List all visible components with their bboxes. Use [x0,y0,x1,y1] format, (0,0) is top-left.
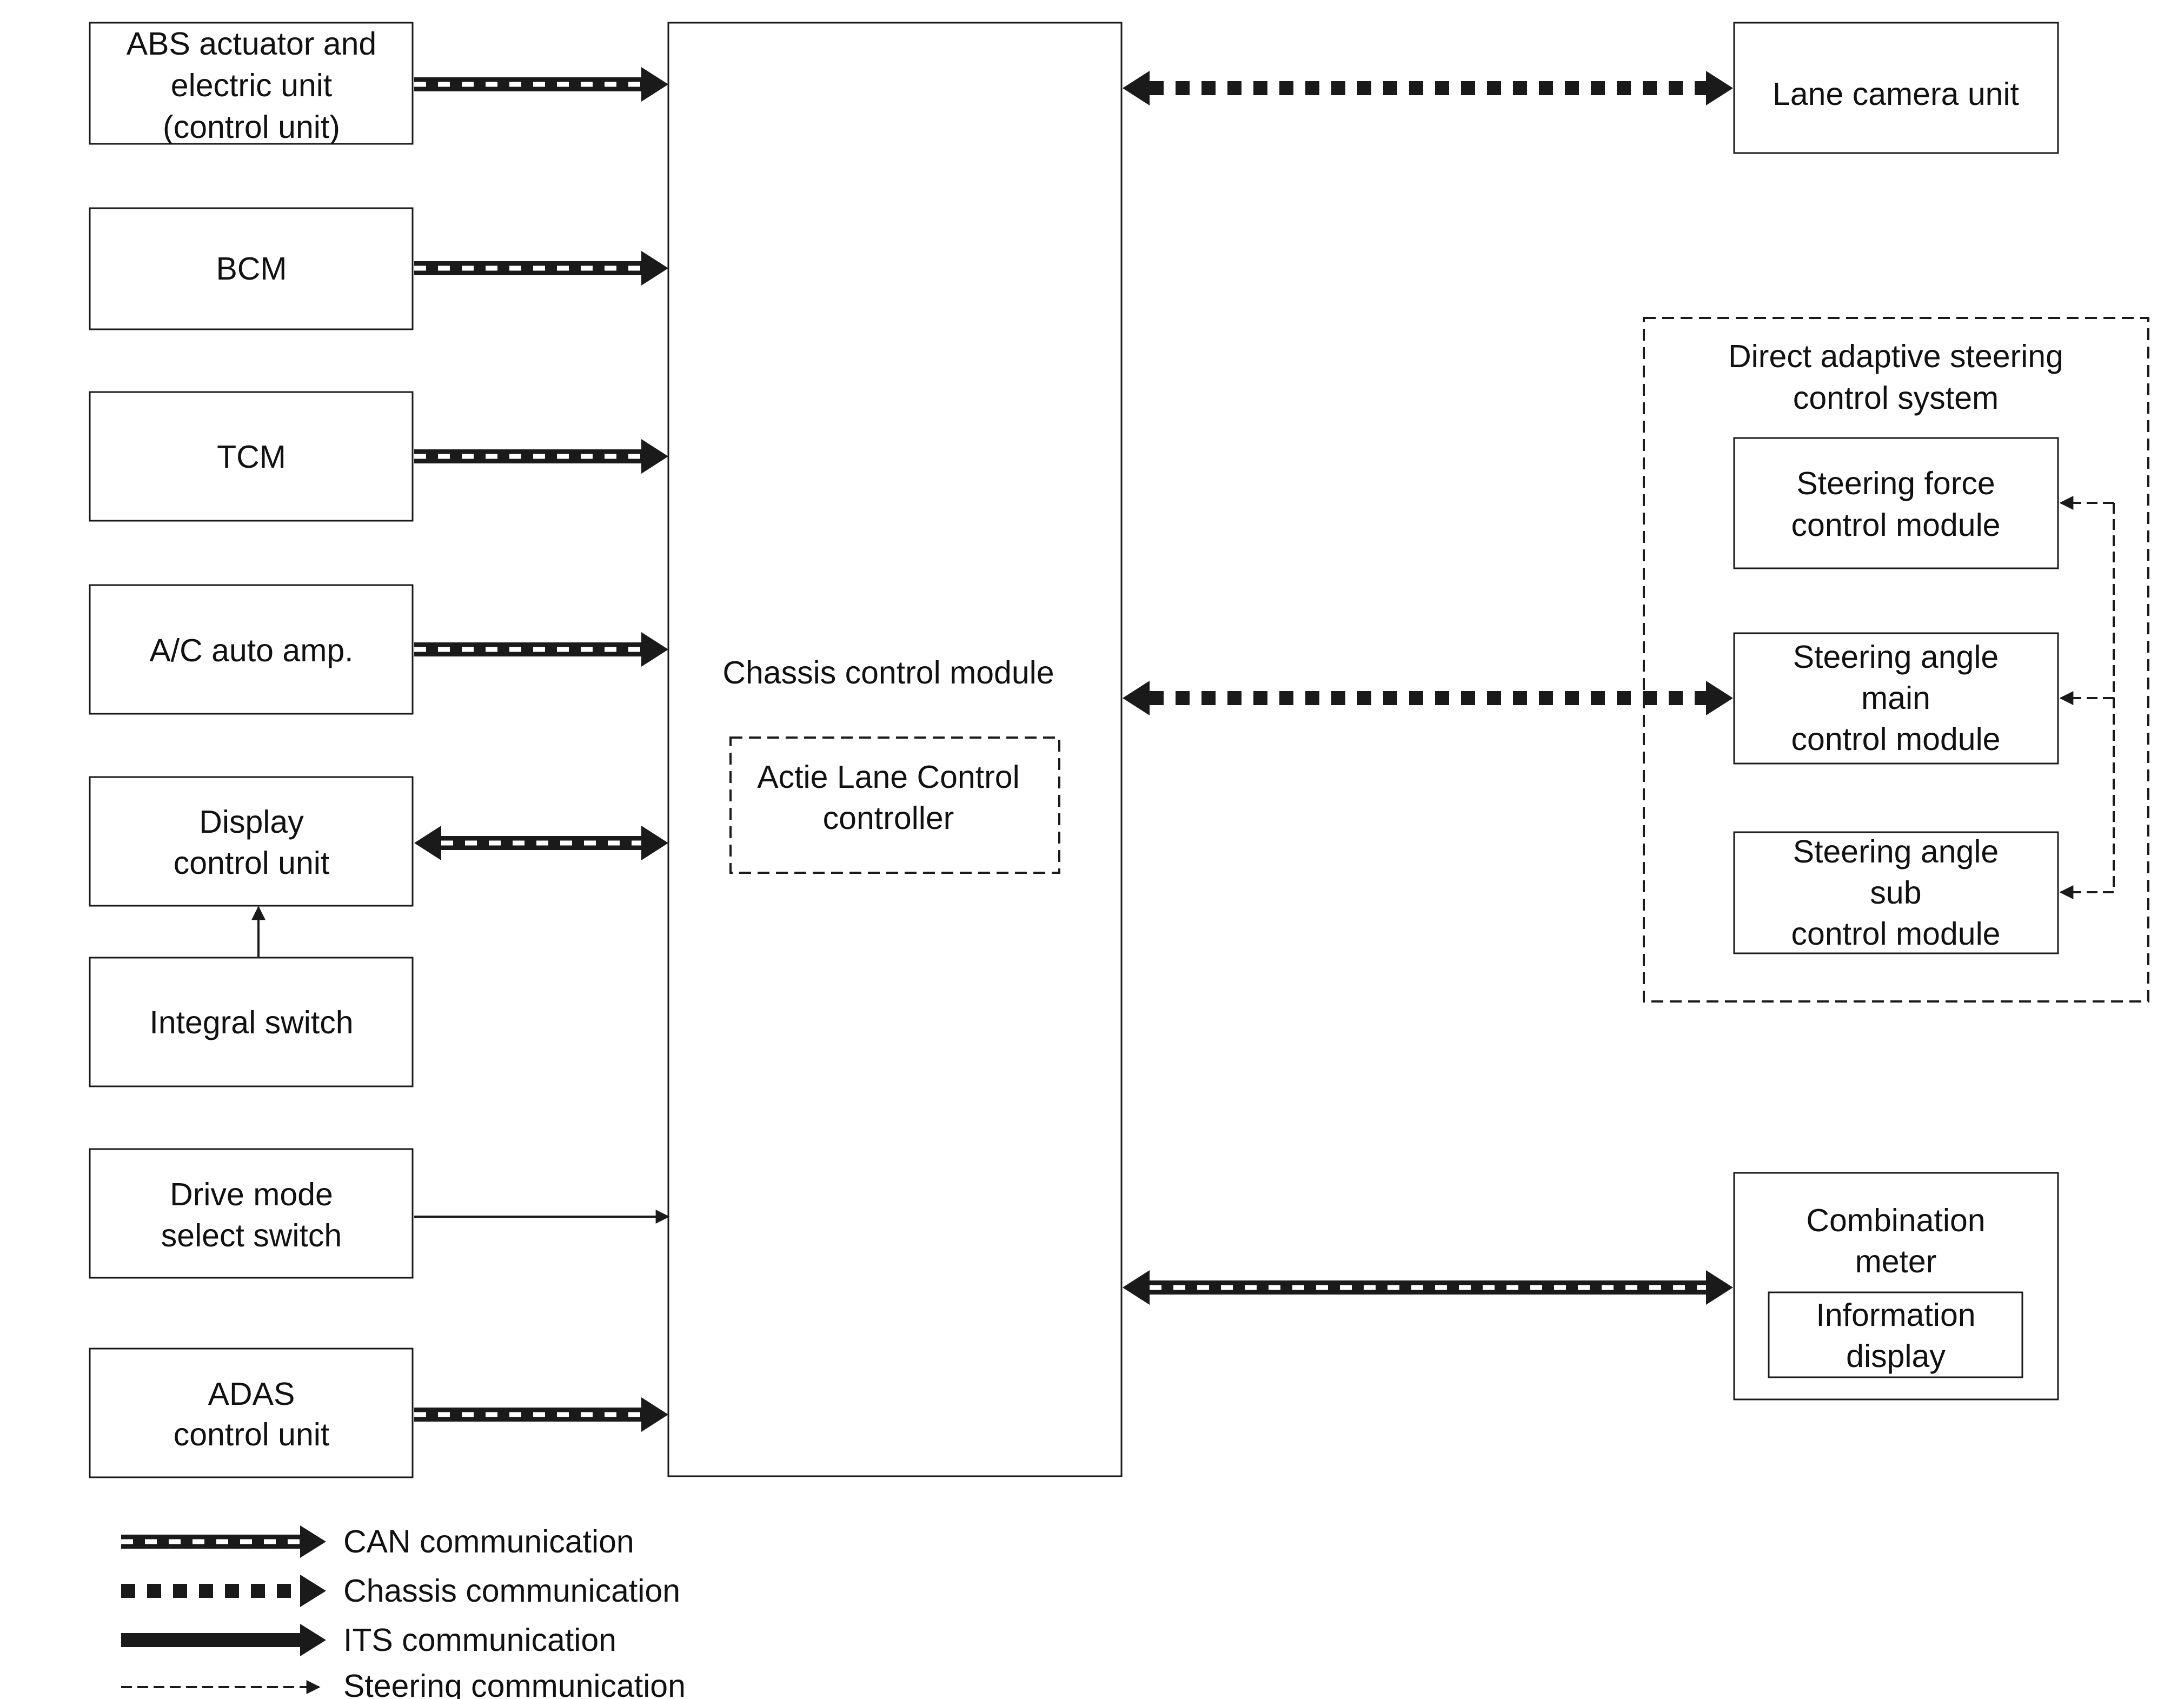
steering-force-label-1: Steering force [1796,466,1995,501]
steering-angle-main-control-module: Steering angle main control module [1733,632,2059,765]
information-display-label-1: Information [1816,1297,1975,1333]
display-control-unit: Display control unit [89,776,414,907]
display-label-1: Display [199,804,304,840]
steering-main-label-2: main [1861,680,1930,716]
legend-chassis-label: Chassis communication [343,1573,680,1609]
lane-camera-unit: Lane camera unit [1733,22,2059,154]
can-link-abs [414,67,668,102]
legend-steering: Steering communication [121,1668,686,1699]
das-group-label-1: Direct adaptive steering [1728,339,2063,374]
abs-actuator-unit: ABS actuator and electric unit (control … [89,22,414,145]
steering-sub-label-2: sub [1870,875,1921,911]
legend-its-label: ITS communication [343,1622,616,1658]
combination-meter-label-1: Combination [1806,1203,1985,1238]
can-link-ac [414,632,668,667]
can-link-tcm [414,439,668,474]
can-link-display [414,826,668,860]
direct-adaptive-steering-group: Direct adaptive steering control system [1643,317,2149,1003]
active-lane-control-label-1: Actie Lane Control [757,759,1019,795]
steering-main-label-3: control module [1791,721,2001,757]
information-display: Information display [1768,1291,2023,1378]
legend-steering-label: Steering communication [343,1668,686,1699]
steering-force-label-2: control module [1791,507,2001,543]
steering-main-label-1: Steering angle [1793,639,1999,675]
legend-chassis: Chassis communication [121,1573,680,1609]
steering-sub-label-3: control module [1791,916,2001,952]
drive-mode-label-2: select switch [161,1218,342,1253]
integral-switch-unit: Integral switch [89,957,414,1087]
legend: CAN communication Chassis communication … [121,1524,686,1699]
active-lane-control-label-2: controller [823,800,954,836]
abs-label-1: ABS actuator and [127,26,376,62]
tcm-label: TCM [217,439,286,475]
legend-can: CAN communication [121,1524,634,1559]
ac-auto-amp-unit: A/C auto amp. [89,584,414,715]
can-link-combination-meter [1123,1270,1733,1305]
bcm-unit: BCM [89,207,414,330]
tcm-unit: TCM [89,391,414,522]
das-group-label-2: control system [1793,380,1999,416]
ac-label: A/C auto amp. [149,633,353,668]
display-label-2: control unit [174,845,330,881]
legend-can-label: CAN communication [343,1524,634,1559]
steering-force-control-module: Steering force control module [1733,437,2059,569]
steering-sub-label-1: Steering angle [1793,834,1999,870]
bcm-label: BCM [216,251,287,287]
information-display-label-2: display [1846,1338,1946,1374]
integral-switch-label: Integral switch [149,1005,353,1040]
chassis-link-lane-camera [1123,71,1733,105]
chassis-control-module-title: Chassis control module [722,655,1054,691]
steering-communication-links [2059,496,2115,899]
combination-meter: Combination meter Information display [1733,1172,2059,1401]
drive-mode-select-switch: Drive mode select switch [89,1148,414,1279]
chassis-link-steering-main [1123,681,1733,715]
drive-mode-label-1: Drive mode [170,1177,333,1212]
can-link-bcm [414,251,668,286]
active-lane-control-controller: Actie Lane Control controller [729,736,1060,874]
abs-label-2: electric unit [171,68,332,103]
chassis-control-module: Chassis control module Actie Lane Contro… [667,22,1123,1477]
legend-its: ITS communication [121,1622,616,1658]
abs-label-3: (control unit) [163,109,340,145]
adas-label-1: ADAS [208,1376,295,1412]
lane-camera-label: Lane camera unit [1773,76,2019,112]
steering-angle-sub-control-module: Steering angle sub control module [1733,831,2059,954]
can-link-adas [414,1397,668,1432]
adas-label-2: control unit [174,1417,330,1452]
combination-meter-label-2: meter [1855,1244,1937,1279]
adas-control-unit: ADAS control unit [89,1348,414,1478]
